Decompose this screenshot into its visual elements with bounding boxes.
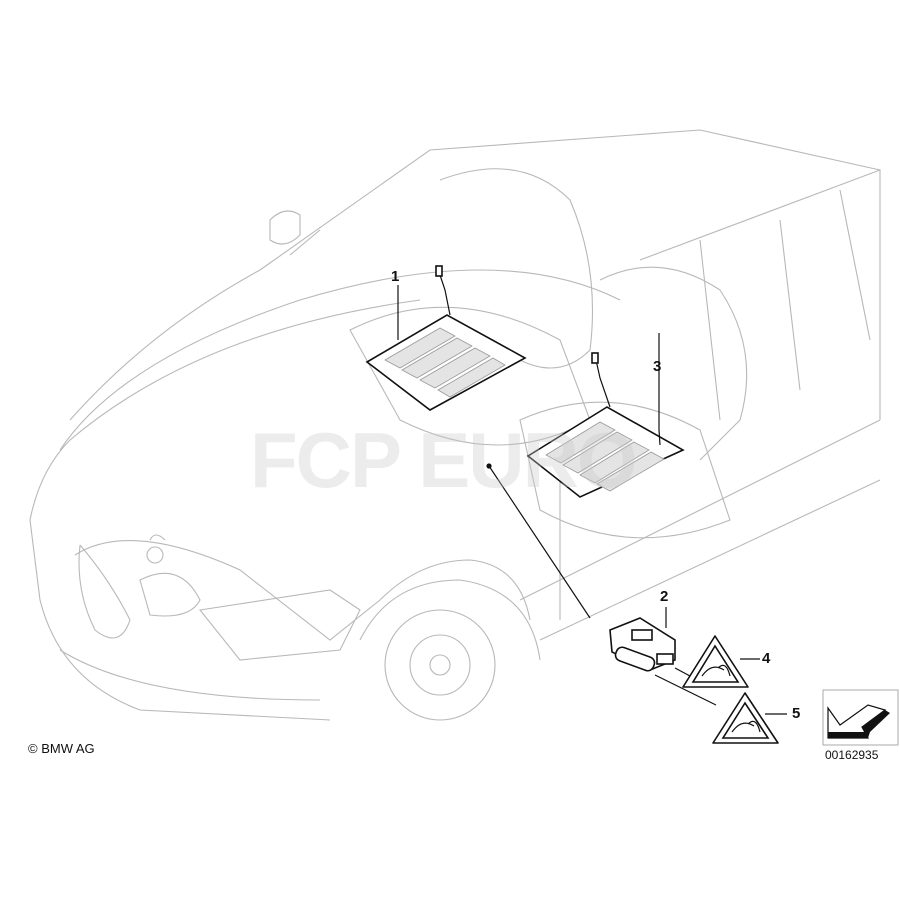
watermark: FCP EURO [250, 416, 638, 504]
seat-mat-front-left [365, 265, 527, 411]
diagram-number: 00162935 [825, 748, 879, 762]
warning-label-5 [712, 692, 779, 744]
callout-5: 5 [792, 705, 801, 722]
control-unit [609, 617, 676, 672]
warning-label-4 [682, 635, 749, 688]
callout-4: 4 [762, 650, 771, 667]
copyright: © BMW AG [28, 741, 95, 756]
leader-lines [397, 285, 787, 715]
callout-2: 2 [660, 588, 669, 605]
car-outline [29, 129, 881, 721]
callout-3: 3 [653, 358, 662, 375]
seat-mat-front-right [526, 352, 685, 498]
orientation-icon [822, 689, 899, 746]
callout-1: 1 [391, 268, 400, 285]
